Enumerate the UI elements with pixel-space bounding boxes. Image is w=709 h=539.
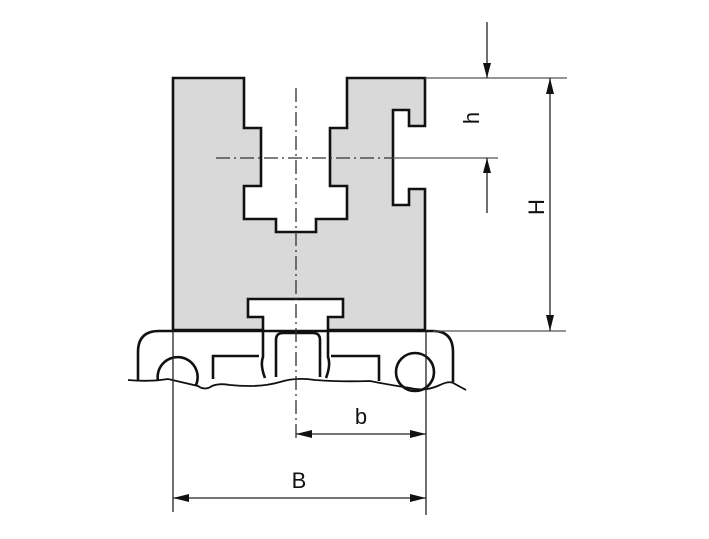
- dim-h-arrow-down: [483, 63, 491, 78]
- dim-H-arrow-top: [546, 78, 554, 94]
- dim-B-arrow-right: [410, 494, 426, 502]
- table-slot-right: [331, 354, 381, 381]
- dim-b-arrow-right: [410, 430, 426, 438]
- table-base: [136, 329, 263, 380]
- t-bolt-stem-left: [260, 331, 267, 379]
- t-bolt-nut: [274, 331, 322, 377]
- dim-h-arrow-up: [483, 158, 491, 173]
- dim-b-label: b: [355, 404, 367, 429]
- break-line: [127, 377, 467, 391]
- dim-B-arrow-left: [173, 494, 189, 502]
- table-slot-left: [211, 354, 259, 379]
- dim-H-arrow-bottom: [546, 315, 554, 331]
- dim-b-arrow-left: [296, 430, 312, 438]
- dim-H-label: H: [524, 199, 549, 215]
- dim-h-label: h: [459, 112, 484, 124]
- left-circle: [156, 355, 199, 386]
- t-bolt-stem-right: [324, 331, 331, 379]
- block-body: [171, 76, 427, 332]
- right-circle: [394, 351, 436, 393]
- dim-B-label: B: [292, 468, 307, 493]
